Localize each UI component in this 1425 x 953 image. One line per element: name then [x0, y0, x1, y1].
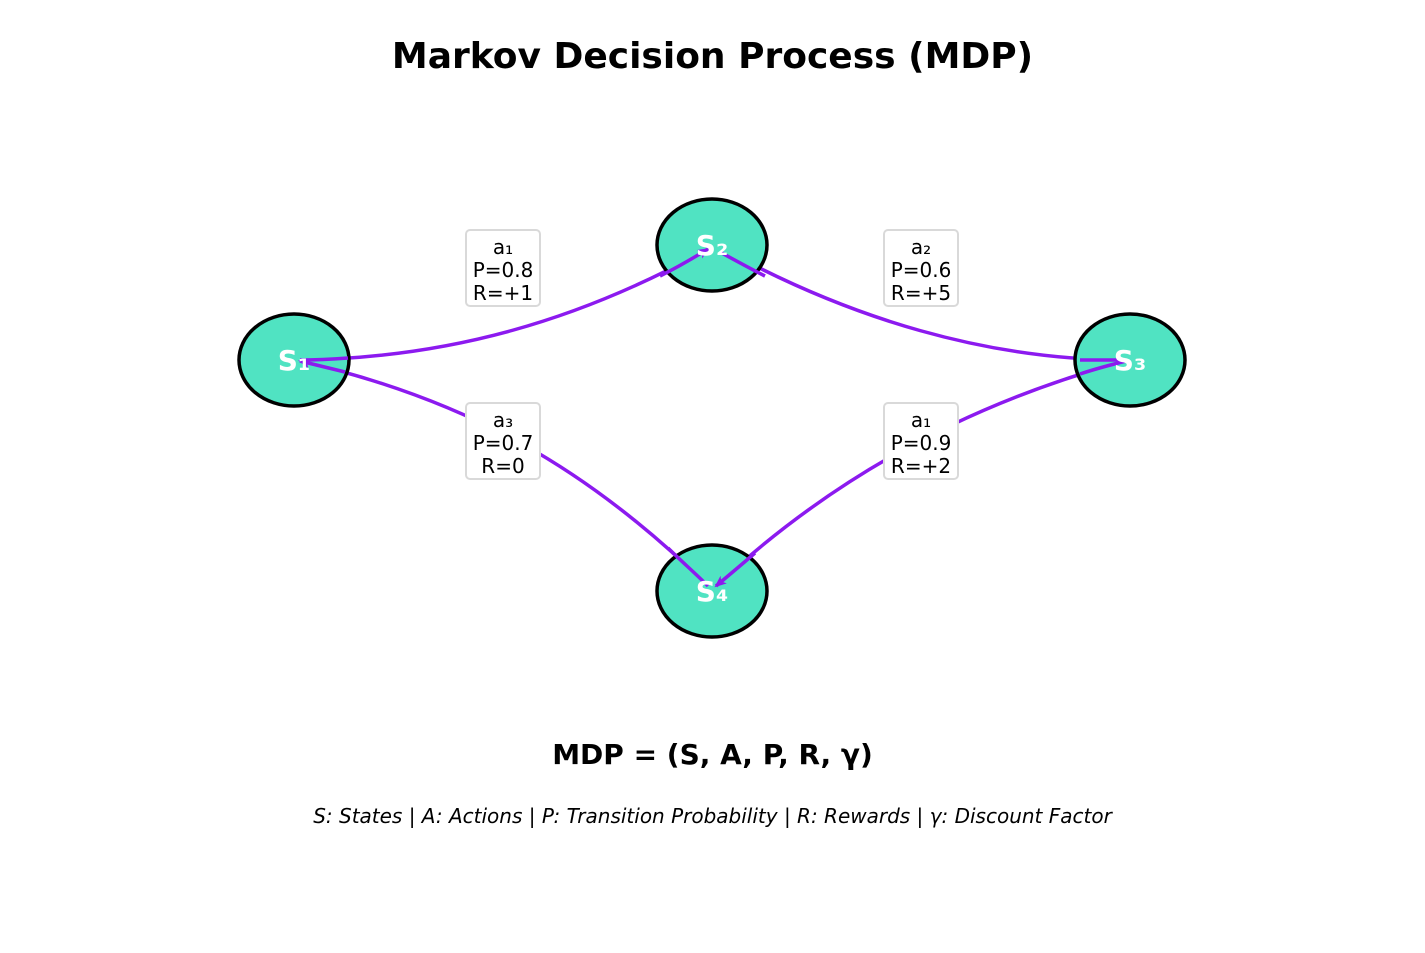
action-label: a₁	[910, 408, 932, 432]
transition-label-s4-s1: a₃ P=0.7 R=0	[465, 402, 541, 480]
action-label: a₂	[910, 235, 932, 259]
mdp-legend: S: States | A: Actions | P: Transition P…	[313, 804, 1112, 828]
reward-label: R=+5	[890, 281, 952, 305]
action-label: a₁	[492, 235, 514, 259]
state-node-s1	[237, 312, 351, 408]
state-label-s1: S₁	[278, 344, 310, 377]
reward-label: R=0	[481, 454, 525, 478]
probability-label: P=0.9	[890, 431, 952, 455]
mdp-formula: MDP = (S, A, P, R, γ)	[552, 738, 873, 771]
diagram-title: Markov Decision Process (MDP)	[391, 36, 1034, 77]
state-label-s3: S₃	[1114, 344, 1146, 377]
probability-label: P=0.8	[472, 258, 534, 282]
state-label-s2: S₂	[696, 229, 728, 262]
action-label: a₃	[492, 408, 514, 432]
state-label-s4: S₄	[696, 575, 728, 608]
reward-label: R=+2	[890, 454, 952, 478]
probability-label: P=0.6	[890, 258, 952, 282]
transition-label-s2-s3: a₂ P=0.6 R=+5	[883, 229, 959, 307]
state-node-s2	[655, 197, 769, 293]
edge-s1-s2	[299, 247, 710, 362]
transition-label-s1-s2: a₁ P=0.8 R=+1	[465, 229, 541, 307]
edge-s2-s3	[715, 243, 1128, 365]
reward-label: R=+1	[472, 281, 534, 305]
probability-label: P=0.7	[472, 431, 534, 455]
state-node-s3	[1073, 312, 1187, 408]
transition-label-s3-s4: a₁ P=0.9 R=+2	[883, 402, 959, 480]
